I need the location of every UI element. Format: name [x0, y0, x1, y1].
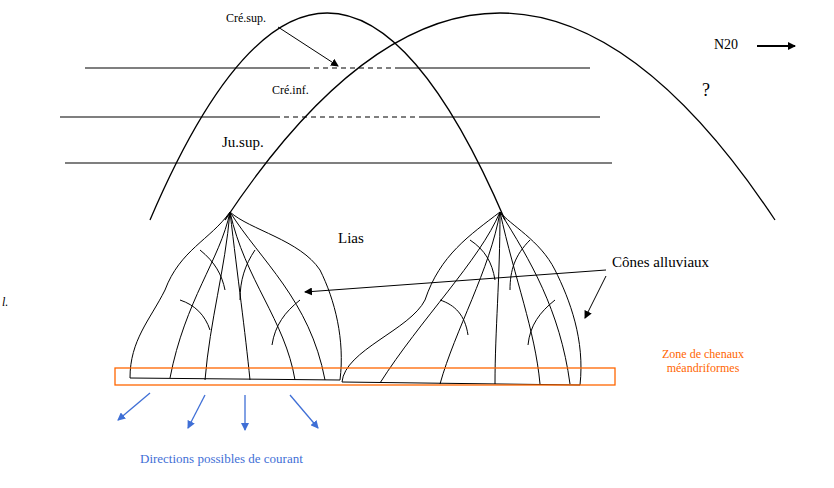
caption-fragment: l. [2, 296, 8, 310]
zone-label: Zone de chenaux méandriformes [628, 348, 778, 376]
orientation-label: N20 [714, 37, 738, 53]
alluvial-fans [130, 212, 581, 385]
stratum-label: Cré.sup. [226, 12, 266, 26]
current-arrows [118, 393, 318, 430]
stratum-label: Cré.inf. [272, 84, 309, 98]
channel-zone [115, 368, 615, 385]
fan-label: Cônes alluviaux [612, 254, 709, 271]
question-mark: ? [702, 80, 710, 101]
fold-arches [150, 13, 775, 220]
strata-lines [60, 68, 612, 163]
leader-arrows [278, 27, 795, 318]
current-label: Directions possibles de courant [140, 452, 303, 467]
stratum-label: Lias [338, 230, 364, 247]
stratum-label: Ju.sup. [222, 134, 264, 151]
